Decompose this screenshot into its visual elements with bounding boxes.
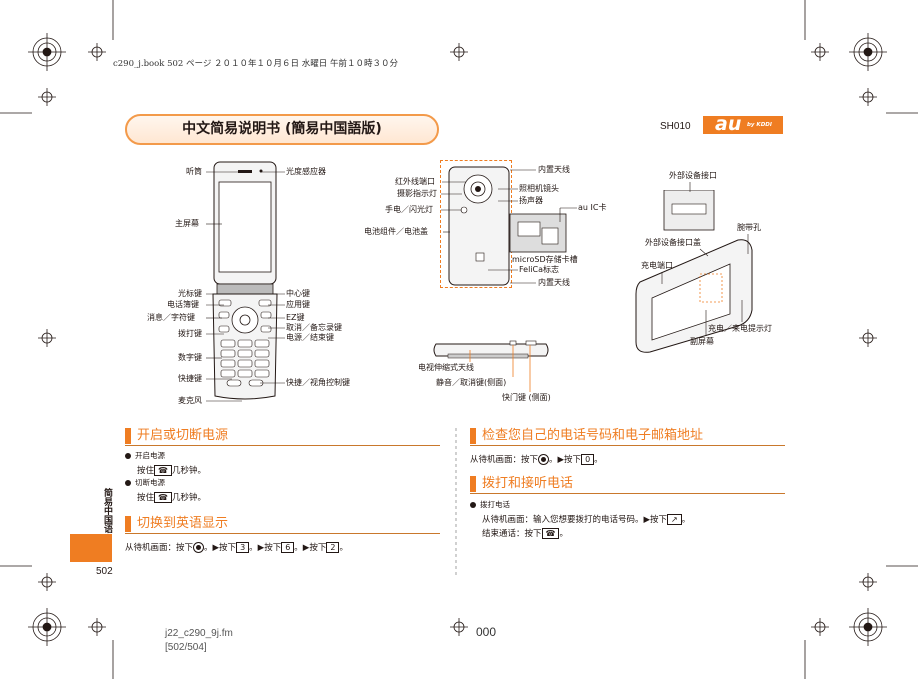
label-camera-lens: 照相机镜头 xyxy=(519,184,559,193)
label-phonebook-key: 电话簿键 xyxy=(167,300,199,309)
power-on-instruction: 按住☎几秒钟。 xyxy=(137,465,206,476)
end-call-instruction: 结束通话：按下☎。 xyxy=(482,528,568,539)
label-charge-indicator: 充电／来电提示灯 xyxy=(708,324,772,333)
label-main-display: 主屏幕 xyxy=(175,219,199,228)
label-antenna-bottom: 内置天线 xyxy=(538,278,570,287)
label-shortcut-view-key: 快捷／视角控制键 xyxy=(286,378,350,387)
label-shutter-key: 快门键 (侧面) xyxy=(502,393,551,402)
section-call-header: 拨打和接听电话 xyxy=(470,476,785,494)
label-felica-mark: FeliCa标志 xyxy=(519,265,560,274)
label-external-port: 外部设备接口 xyxy=(669,171,717,180)
label-speaker: 扬声器 xyxy=(519,196,543,205)
section-power-title: 开启或切断电源 xyxy=(137,428,229,443)
page-number: 502 xyxy=(96,566,113,577)
center-key-icon xyxy=(193,542,205,553)
label-microphone: 麦克风 xyxy=(178,396,202,405)
label-earpiece: 听筒 xyxy=(186,167,202,176)
sd-slot-illustration xyxy=(509,213,567,253)
section-english-header: 切换到英语显示 xyxy=(125,516,440,534)
label-tv-antenna: 电视伸缩式天线 xyxy=(418,363,474,372)
power-on-title: 开启电源 xyxy=(125,452,165,461)
label-app-key: 应用键 xyxy=(286,300,310,309)
footer-pages: [502/504] xyxy=(165,642,207,653)
label-light-sensor: 光度感应器 xyxy=(286,167,326,176)
power-off-title: 切断电源 xyxy=(125,479,165,488)
label-flashlight: 手电／闪光灯 xyxy=(385,205,433,214)
side-tab xyxy=(70,534,112,562)
label-center-key: 中心键 xyxy=(286,289,310,298)
label-external-port-cover: 外部设备接口盖 xyxy=(645,238,701,247)
label-power-end-key: 电源／结束键 xyxy=(286,333,334,342)
end-key-icon: ☎ xyxy=(541,528,560,539)
section-call-title: 拨打和接听电话 xyxy=(482,476,574,491)
au-logo: au by KDDI xyxy=(703,113,783,135)
label-charging-port: 充电端口 xyxy=(641,261,673,270)
side-tab-label: 简易中国语 xyxy=(102,488,112,533)
label-cancel-memo-key: 取消／备忘录键 xyxy=(286,323,342,332)
label-message-key: 消息／字符键 xyxy=(147,313,195,322)
phone-front-illustration xyxy=(212,161,278,400)
print-header: c290_j.book 502 ページ ２０１０年１０月６日 水曜日 午前１０時… xyxy=(113,59,398,69)
manual-title: 中文简易说明书 (簡易中国語版) xyxy=(182,121,382,137)
label-ez-key: EZ键 xyxy=(286,313,305,322)
model-name: SH010 xyxy=(660,121,691,132)
footer-code: 000 xyxy=(476,625,497,639)
power-off-instruction: 按住☎几秒钟。 xyxy=(137,492,206,503)
label-number-keys: 数字键 xyxy=(178,353,202,362)
label-antenna-top: 内置天线 xyxy=(538,165,570,174)
call-key-icon: ↗ xyxy=(667,514,682,525)
label-shortcut-key: 快捷键 xyxy=(178,374,202,383)
section-power-header: 开启或切断电源 xyxy=(125,428,440,446)
label-cursor-key: 光标键 xyxy=(178,289,202,298)
phone-closed-illustration xyxy=(635,190,753,353)
section-check-header: 检查您自己的电话号码和电子邮箱地址 xyxy=(470,428,785,446)
label-infrared-port: 红外线端口 xyxy=(395,177,435,186)
section-check-title: 检查您自己的电话号码和电子邮箱地址 xyxy=(482,428,704,443)
manual-title-box: 中文简易说明书 (簡易中国語版) xyxy=(125,114,439,145)
label-sub-display: 副屏幕 xyxy=(690,337,714,346)
phone-back-illustration xyxy=(448,166,510,286)
label-mute-key: 静音／取消键(侧面) xyxy=(436,378,507,387)
label-microsd-slot: microSD存储卡槽 xyxy=(512,255,578,264)
label-battery-cover: 电池组件／电池盖 xyxy=(364,227,428,236)
phone-side-illustration xyxy=(433,340,549,359)
power-key-icon: ☎ xyxy=(154,465,172,476)
label-strap-hole: 腕带孔 xyxy=(737,223,761,232)
call-instruction: 从待机画面：输入您想要拨打的电话号码。▶按下↗。 xyxy=(482,514,691,525)
power-key-icon: ☎ xyxy=(154,492,172,503)
section-english-title: 切换到英语显示 xyxy=(137,516,229,531)
label-au-ic-card: au IC卡 xyxy=(578,203,607,212)
label-camera-indicator: 摄影指示灯 xyxy=(397,189,437,198)
label-call-key: 拨打键 xyxy=(178,329,202,338)
call-subtitle: 拨打电话 xyxy=(470,501,510,510)
center-key-icon xyxy=(538,454,550,465)
footer-file: j22_c290_9j.fm xyxy=(165,628,233,639)
